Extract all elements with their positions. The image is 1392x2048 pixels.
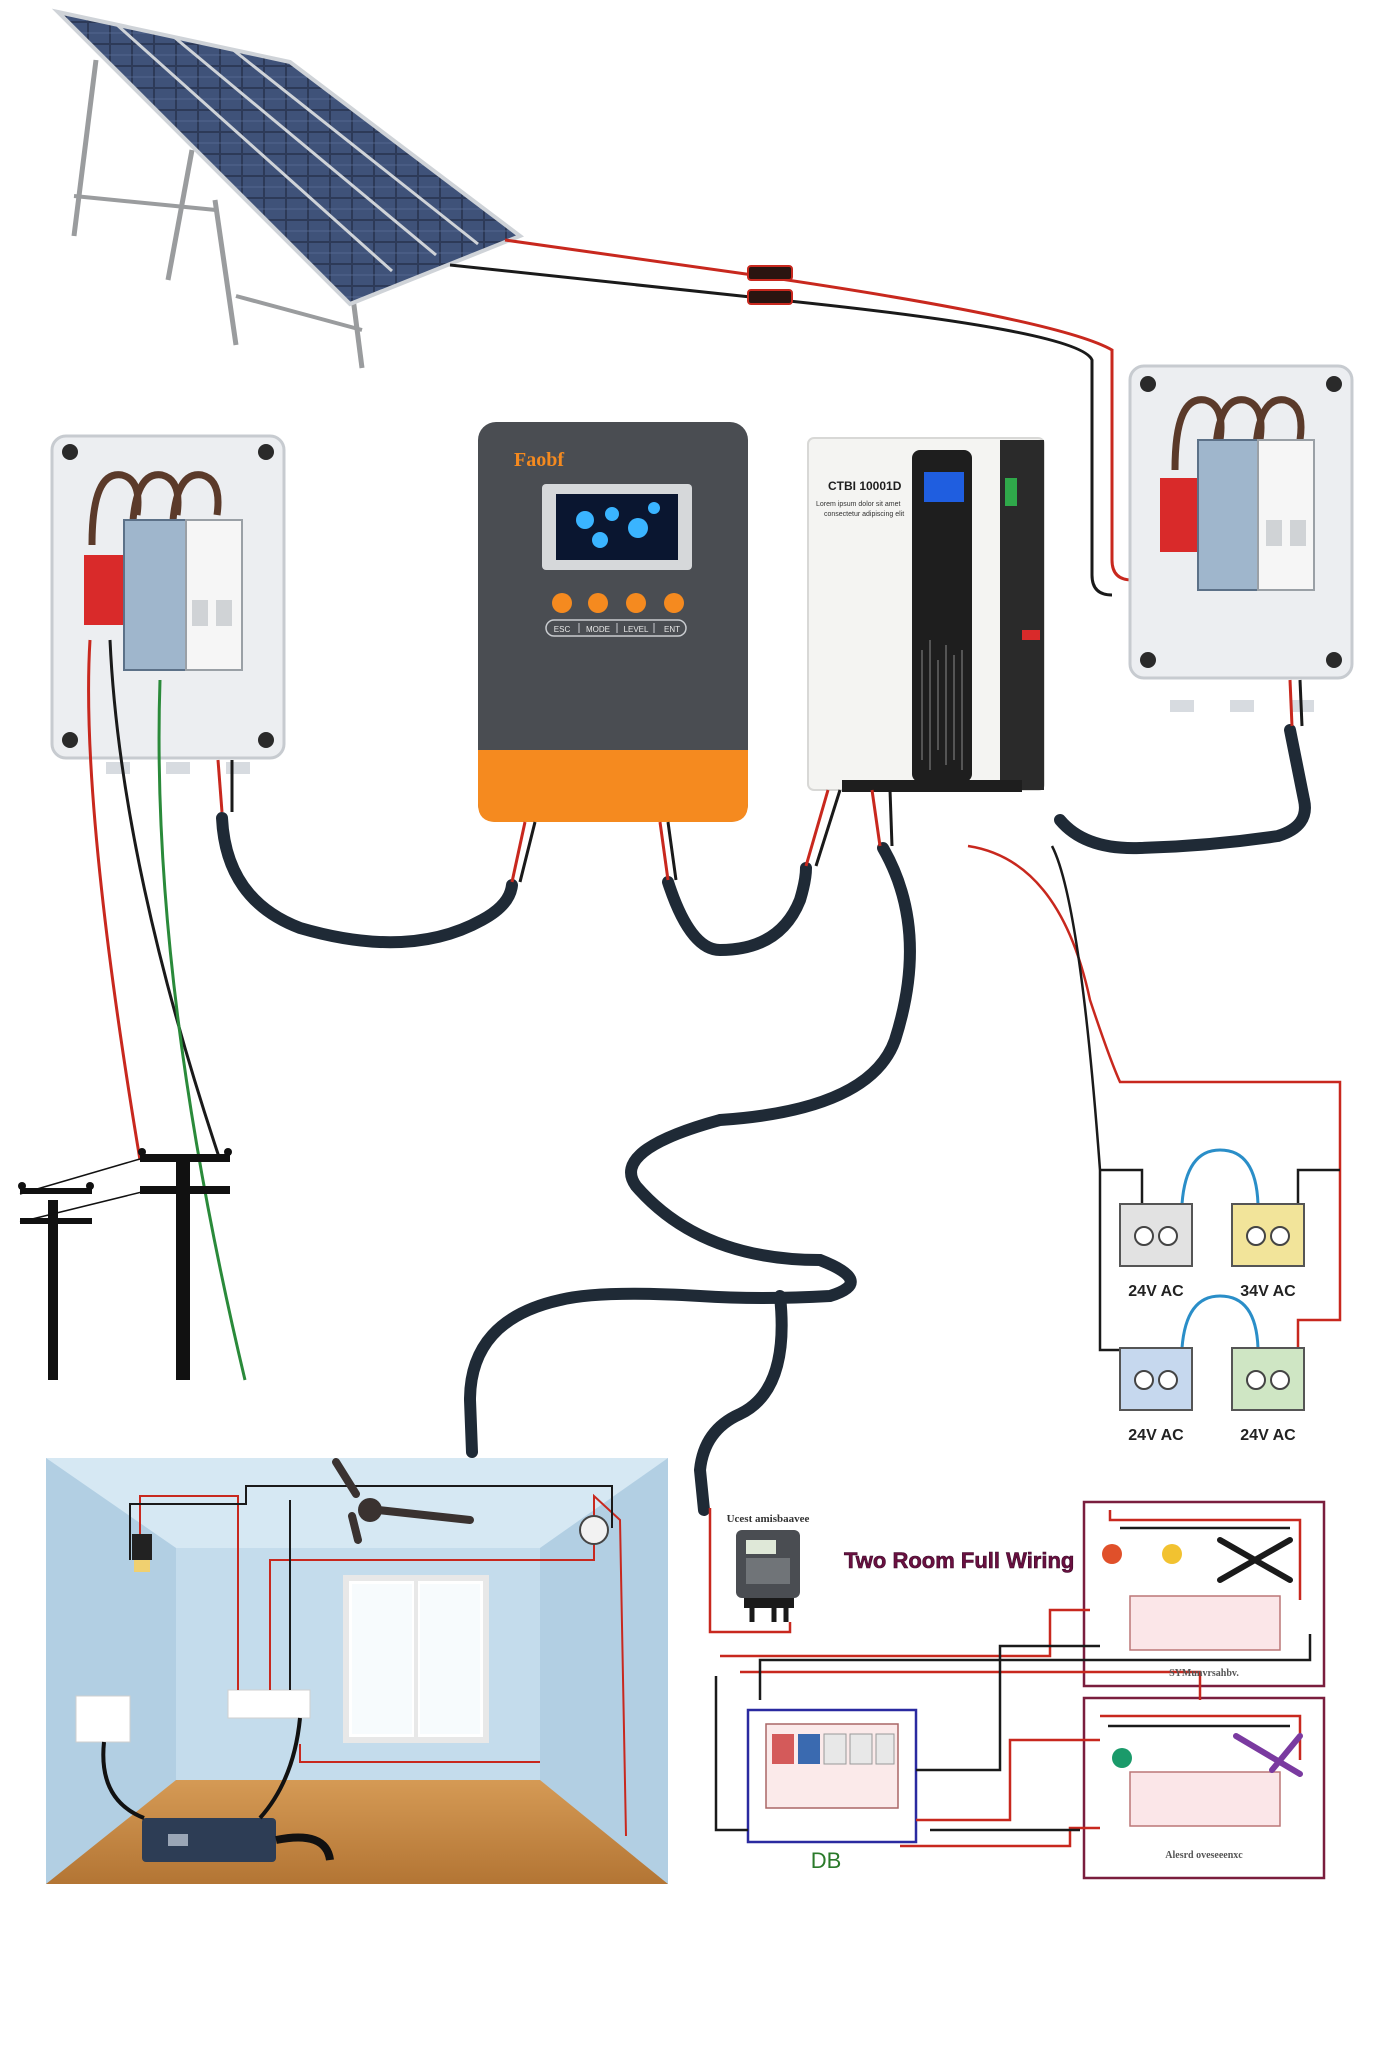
inverter-spec-line: consectetur adipiscing elit [824,511,904,518]
inverter [807,437,1045,792]
dc-isolator-box [1128,364,1354,712]
ac-breaker-box [50,434,286,774]
room1-fixtures [1102,1537,1293,1651]
controller-brand: Faobf [514,449,564,471]
room2-caption: Alesrd oveseeenxc [1165,1850,1243,1861]
battery-label: 24V AC [1128,1427,1184,1444]
battery-bank-wiring [967,844,1342,1352]
room1-caption: SYMunvrsahbv. [1169,1668,1239,1679]
battery [1231,1203,1305,1267]
db-label: DB [811,1848,842,1873]
battery-label: 24V AC [1240,1427,1296,1444]
battery [1231,1347,1305,1411]
db-breakers [765,1723,899,1809]
battery [1119,1347,1193,1411]
energy-meter [736,1530,800,1622]
wiring-diagram-title: Two Room Full Wiring [844,1548,1074,1573]
inverter-title: CTBI 10001D [828,479,902,493]
solar-panel [51,8,525,369]
battery-label: 24V AC [1128,1283,1184,1300]
utility-poles [18,1148,232,1380]
controller-button-label: ENT [664,625,680,634]
wiring-schematic [708,1500,1326,1880]
inverter-spec-line: Lorem ipsum dolor sit amet [816,501,900,508]
mc4-connector [747,265,793,305]
battery-label: 34V AC [1240,1283,1296,1300]
conduit [216,724,1311,1516]
room-illustration [46,1458,668,1884]
controller-button-label: ESC [554,625,571,634]
room2-fixtures [1112,1733,1303,1827]
controller-button-label: LEVEL [624,625,649,634]
meter-label: Ucest amisbaavee [727,1513,810,1525]
battery [1119,1203,1193,1267]
charge-controller [478,422,748,822]
controller-button-label: MODE [586,625,610,634]
